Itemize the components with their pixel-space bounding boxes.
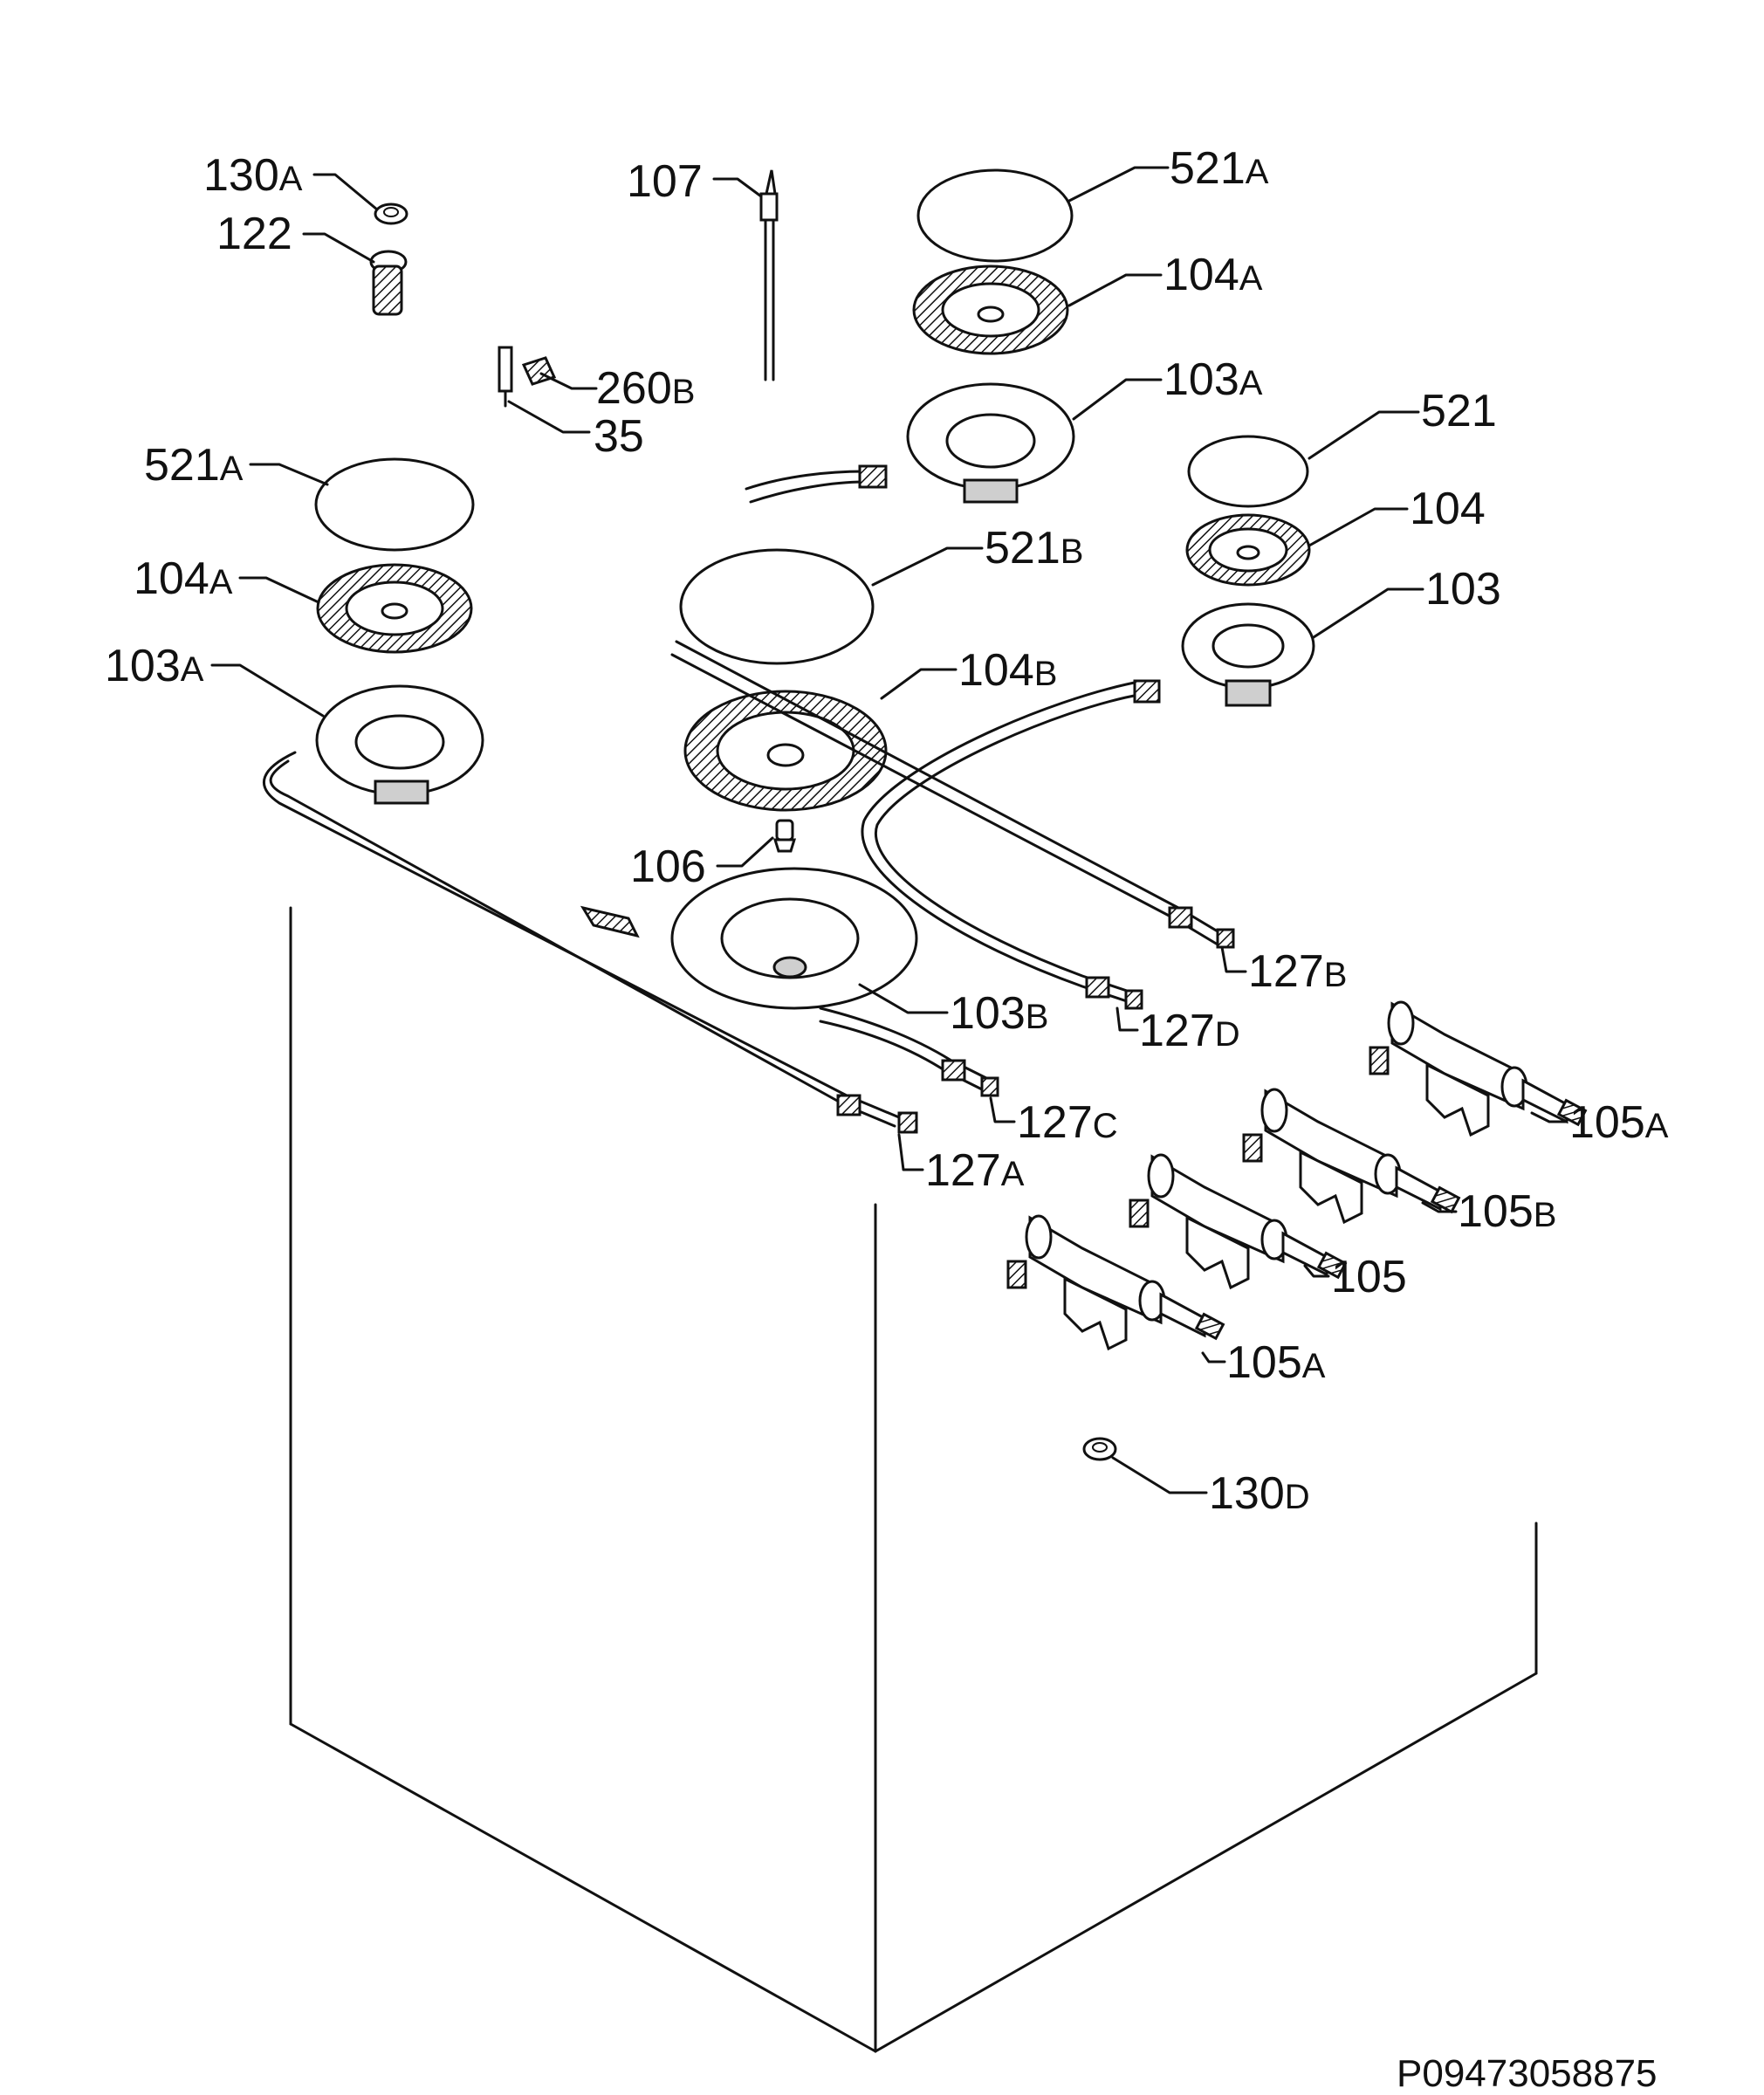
gas-valve-105a-right (1369, 1000, 1587, 1137)
label-104: 104 (1410, 484, 1486, 534)
label-103a-left: 103A (105, 641, 204, 691)
label-104a-top: 104A (1163, 250, 1263, 300)
label-103a-top: 103A (1163, 354, 1263, 405)
label-107: 107 (627, 156, 703, 207)
burner-base-103 (1181, 602, 1315, 707)
label-127c: 127C (1017, 1097, 1118, 1148)
label-260b: 260B (596, 363, 695, 414)
label-127a: 127A (925, 1145, 1025, 1196)
label-521a-left: 521A (144, 440, 244, 491)
gas-pipe-short (745, 464, 888, 504)
burner-cap-521a-top (916, 168, 1074, 263)
flame-spreader-104b (683, 690, 888, 812)
burner-base-103a-left (315, 684, 484, 805)
thermocouple-107 (759, 169, 779, 381)
label-104b: 104B (958, 645, 1057, 696)
flame-spreader-104a-left (316, 563, 473, 654)
cabinet-body (289, 906, 1538, 2053)
nut-130d (1082, 1437, 1117, 1461)
label-521: 521 (1421, 386, 1497, 436)
drawing-code: P09473058875 (1397, 2052, 1658, 2095)
label-35: 35 (594, 411, 644, 462)
flame-spreader-104 (1185, 513, 1311, 587)
leader-lines (210, 166, 1568, 1494)
gas-pipe-127c (819, 1006, 999, 1097)
connector-122 (369, 250, 408, 316)
label-103: 103 (1425, 564, 1501, 615)
label-130a: 130A (203, 150, 303, 201)
gas-pipe-127b (670, 640, 1235, 949)
burner-cap-521a-left (314, 457, 475, 552)
gas-pipe-127a (263, 751, 918, 1134)
label-122: 122 (216, 209, 292, 259)
burner-base-103b (580, 867, 918, 1010)
label-105b: 105B (1458, 1186, 1556, 1237)
label-521b: 521B (985, 523, 1083, 574)
spark-plug-35 (498, 346, 513, 408)
nut-130a (374, 203, 408, 225)
label-127d: 127D (1139, 1006, 1240, 1056)
label-521a-top: 521A (1170, 143, 1269, 194)
label-130d: 130D (1209, 1468, 1310, 1519)
gas-valve-105b (1242, 1088, 1460, 1224)
burner-cap-521 (1187, 435, 1309, 508)
label-127b: 127B (1248, 946, 1347, 997)
clip-260b (521, 356, 557, 386)
label-105a-right: 105A (1569, 1097, 1669, 1148)
label-105: 105 (1331, 1252, 1407, 1302)
label-104a-left: 104A (134, 553, 233, 604)
label-105a-left: 105A (1226, 1337, 1326, 1388)
part-labels: 130A 122 107 260B 35 521A 104A 103A 521 … (105, 143, 1669, 1519)
flame-spreader-104a-top (912, 264, 1069, 355)
injector-106 (772, 819, 797, 853)
label-106: 106 (630, 841, 706, 892)
label-103b: 103B (950, 988, 1048, 1039)
burner-base-103a-top (906, 382, 1075, 504)
gas-pipe-127d (861, 679, 1161, 1010)
burner-cap-521b (679, 548, 875, 665)
